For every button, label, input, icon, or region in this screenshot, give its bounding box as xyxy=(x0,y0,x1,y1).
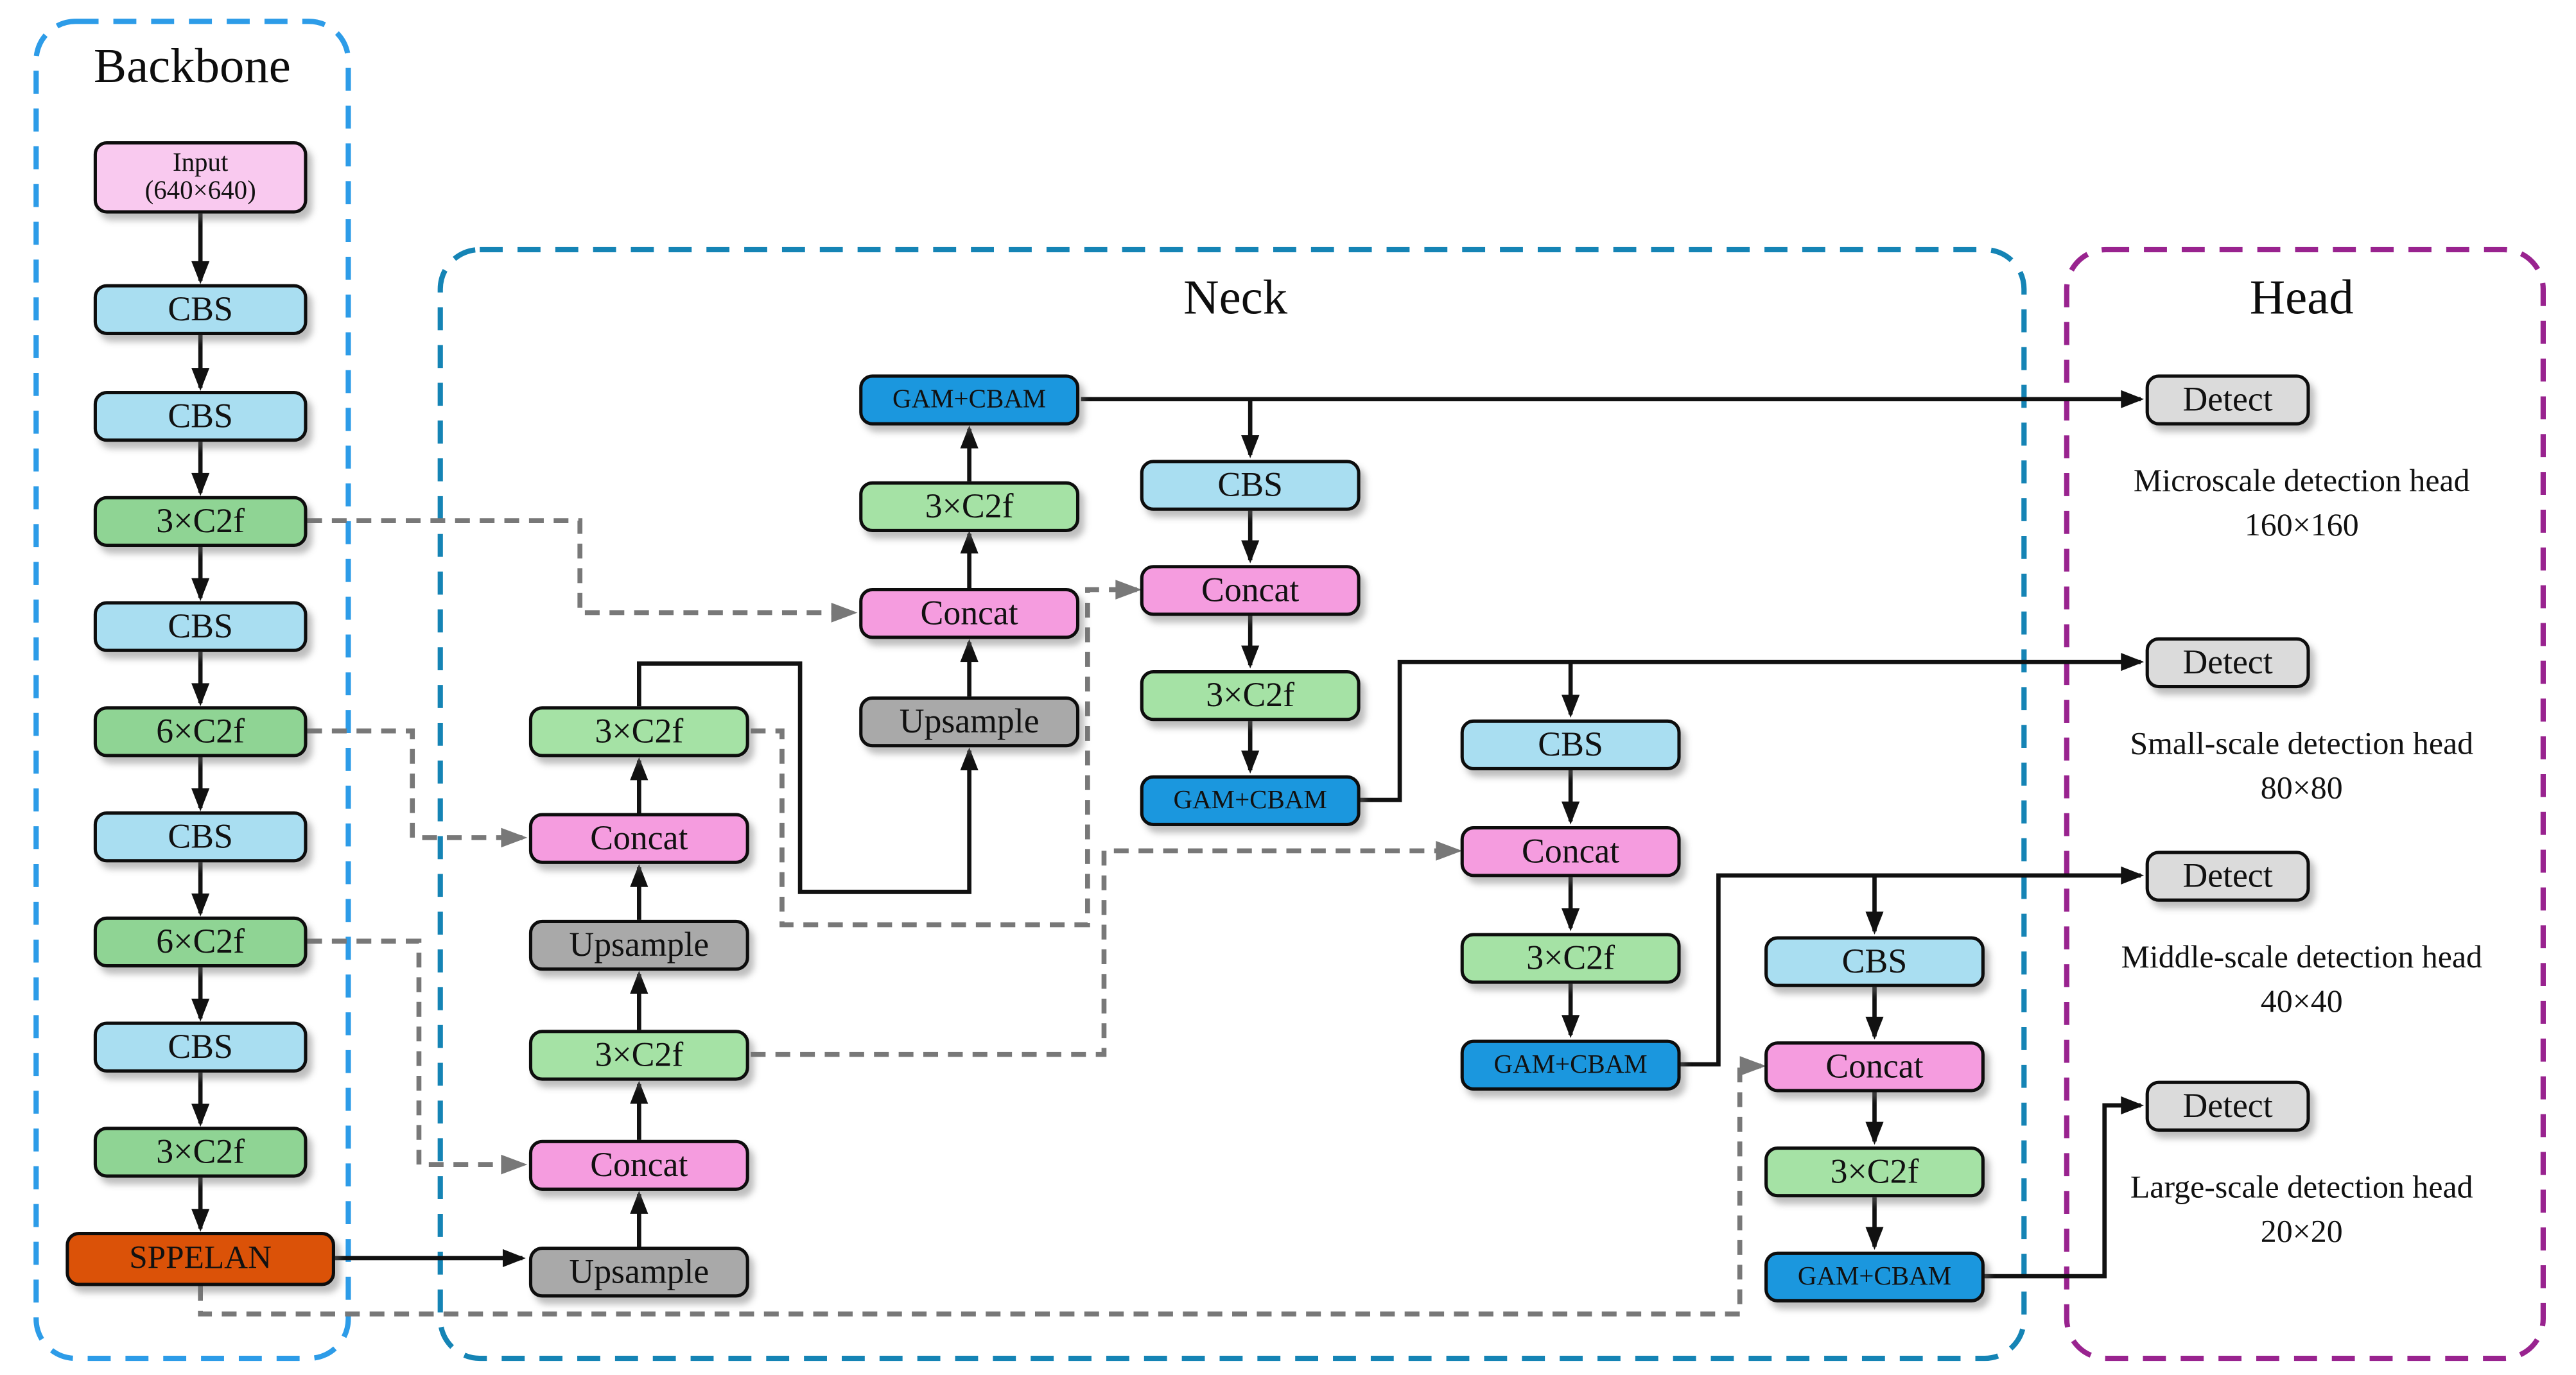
neck-e-cbs: CBS xyxy=(1764,936,1985,987)
backbone-3xc2f-1: 3×C2f xyxy=(93,496,308,548)
section-border-neck xyxy=(437,246,2027,1362)
head-detect-4: Detect xyxy=(2145,1080,2310,1132)
backbone-cbs-4: CBS xyxy=(93,811,308,863)
backbone-cbs-3: CBS xyxy=(93,601,308,652)
neck-c-3xc2f: 3×C2f xyxy=(1140,670,1361,722)
neck-a-3xc2f-mid: 3×C2f xyxy=(528,1030,749,1081)
neck-d-concat: Concat xyxy=(1460,826,1681,878)
backbone-sppelan: SPPELAN xyxy=(65,1232,335,1286)
caption-microscale: Microscale detection head 160×160 xyxy=(2133,465,2470,544)
neck-c-cbs: CBS xyxy=(1140,460,1361,511)
neck-d-cbs: CBS xyxy=(1460,719,1681,771)
neck-d-3xc2f: 3×C2f xyxy=(1460,933,1681,984)
neck-b-upsample: Upsample xyxy=(859,696,1080,748)
section-border-backbone xyxy=(33,19,351,1362)
head-detect-2: Detect xyxy=(2145,637,2310,689)
neck-a-upsample-bot: Upsample xyxy=(528,1247,749,1298)
neck-c-gam-cbam: GAM+CBAM xyxy=(1140,775,1361,827)
skip-p3-concat-a xyxy=(307,728,528,848)
neck-b-concat: Concat xyxy=(859,588,1080,639)
neck-d-gam-cbam: GAM+CBAM xyxy=(1460,1039,1681,1091)
caption-large-scale: Large-scale detection head 20×20 xyxy=(2130,1171,2473,1250)
neck-c-concat: Concat xyxy=(1140,565,1361,616)
neck-e-concat: Concat xyxy=(1764,1041,1985,1093)
head-detect-3: Detect xyxy=(2145,851,2310,902)
head-title: Head xyxy=(2249,271,2354,325)
head-detect-1: Detect xyxy=(2145,374,2310,426)
backbone-input: Input (640×640) xyxy=(93,141,308,214)
edge-e-gam-detect4 xyxy=(1981,1096,2145,1279)
skip-p2-concat-b xyxy=(307,518,858,623)
neck-b-3xc2f: 3×C2f xyxy=(859,481,1080,533)
neck-a-3xc2f-top: 3×C2f xyxy=(528,706,749,757)
caption-middle-scale: Middle-scale detection head 40×40 xyxy=(2121,941,2482,1020)
neck-e-3xc2f: 3×C2f xyxy=(1764,1146,1985,1198)
section-borders xyxy=(33,19,2546,1362)
neck-title: Neck xyxy=(1183,271,1288,325)
backbone-cbs-2: CBS xyxy=(93,390,308,442)
edge-c-gam-detect2 xyxy=(1357,653,2145,802)
edge-paths xyxy=(191,213,2145,1317)
edge-d-gam-detect3 xyxy=(1677,866,2145,1067)
skip-a3xc2f2-concat-d xyxy=(751,841,1463,1057)
neck-a-concat-top: Concat xyxy=(528,813,749,864)
backbone-cbs-5: CBS xyxy=(93,1021,308,1073)
backbone-6xc2f-1: 6×C2f xyxy=(93,706,308,757)
neck-e-gam-cbam: GAM+CBAM xyxy=(1764,1251,1985,1303)
backbone-6xc2f-2: 6×C2f xyxy=(93,916,308,968)
neck-b-gam-cbam: GAM+CBAM xyxy=(859,374,1080,426)
edge-a3xc2f-b-upsample xyxy=(637,661,979,894)
neck-a-concat-bot: Concat xyxy=(528,1139,749,1191)
section-border-head xyxy=(2064,246,2546,1362)
backbone-cbs-1: CBS xyxy=(93,284,308,335)
backbone-title: Backbone xyxy=(93,39,291,94)
skip-p4-concat-a2 xyxy=(307,938,528,1175)
caption-small-scale: Small-scale detection head 80×80 xyxy=(2130,727,2474,807)
skip-sppelan-concat-e xyxy=(198,1056,1766,1317)
neck-a-upsample-mid: Upsample xyxy=(528,919,749,971)
backbone-3xc2f-2: 3×C2f xyxy=(93,1127,308,1178)
skip-a3xc2f-concat-c xyxy=(751,580,1142,928)
